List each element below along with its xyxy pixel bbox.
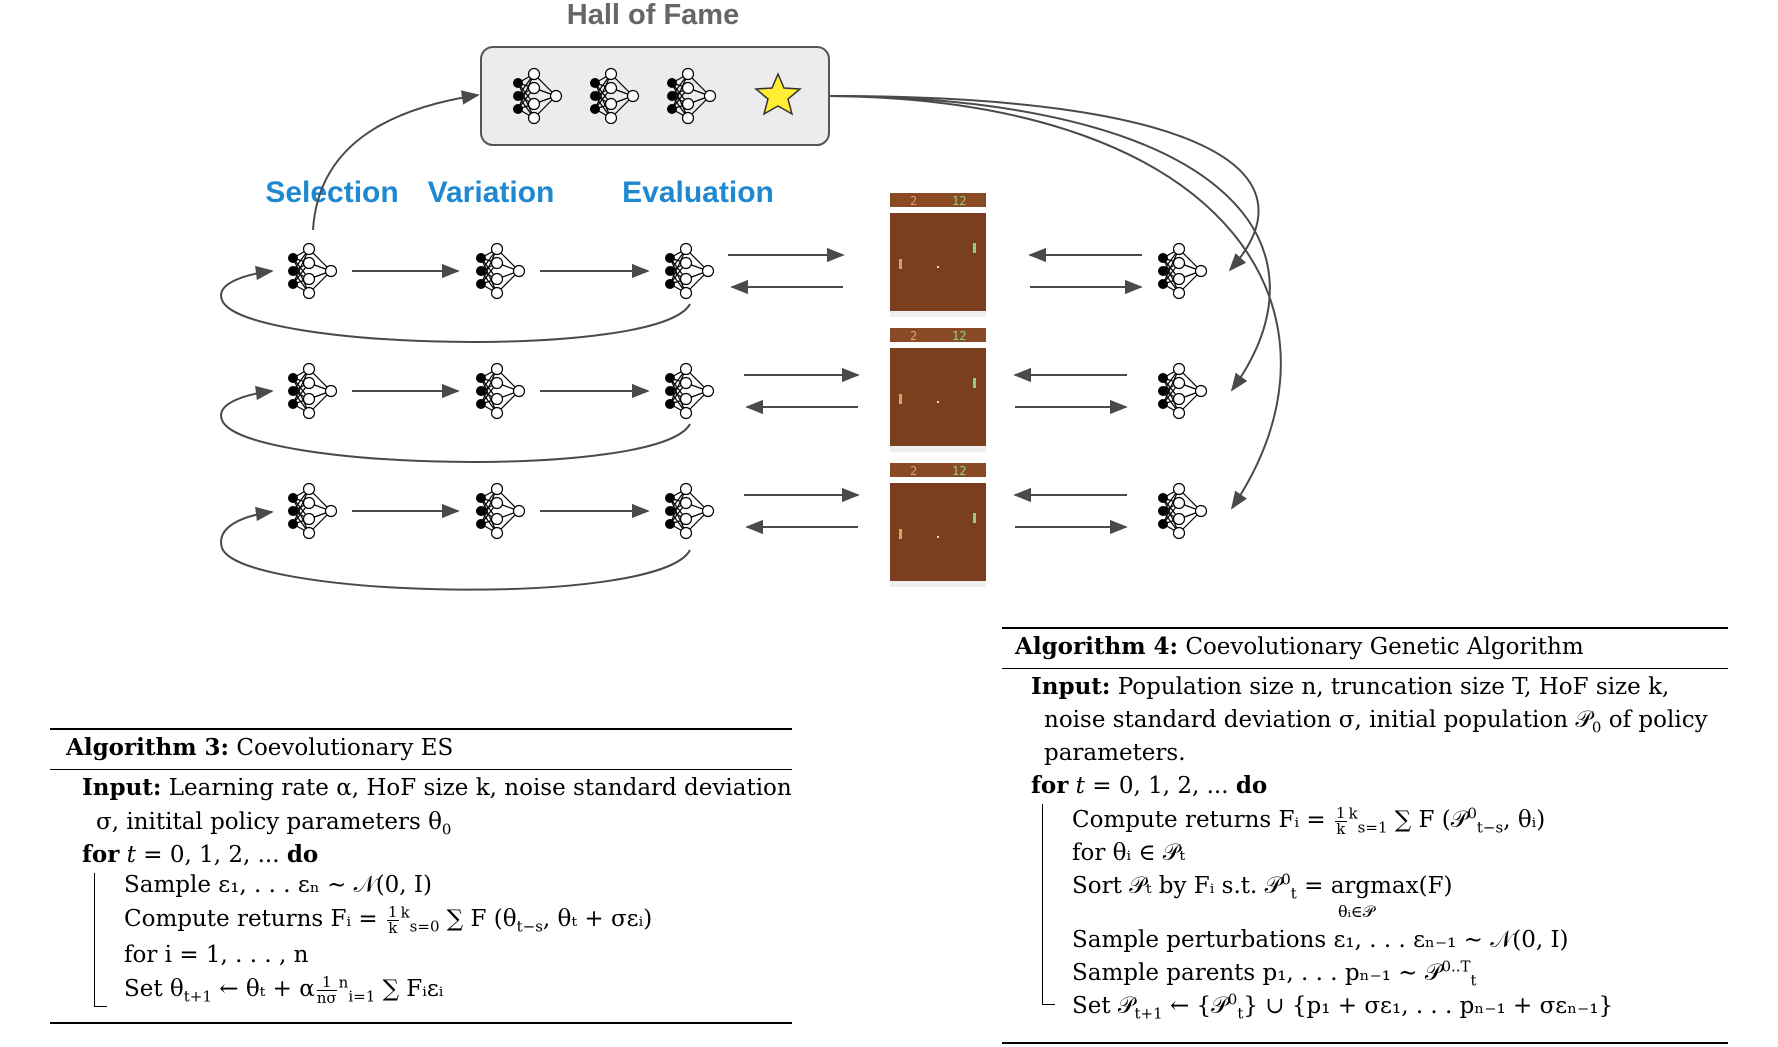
- score-right: 12: [952, 464, 966, 478]
- alg4-line-set: Set 𝒫t+1 ← {𝒫0t} ∪ {p₁ + σε₁, . . . pₙ₋₁…: [1072, 990, 1614, 1023]
- algorithm-4: Algorithm 4: Coevolutionary Genetic Algo…: [1002, 627, 1728, 1047]
- alg3-line-sample: Sample ε₁, . . . εₙ ∼ 𝒩(0, I): [124, 872, 432, 898]
- hof-title: Hall of Fame: [567, 0, 739, 31]
- alg3-input-cont: σ, initital policy parameters θ0: [96, 809, 452, 839]
- alg4-input-cont: noise standard deviation σ, initial popu…: [1044, 707, 1708, 737]
- network-icon: [1157, 362, 1208, 420]
- alg4-line-for: for θᵢ ∈ 𝒫ₜ: [1072, 840, 1186, 866]
- alg4-line-sort-under: θᵢ∈𝒫: [1338, 902, 1375, 921]
- hof-to-opponent-arrow: [829, 95, 1271, 392]
- network-icon: [287, 362, 338, 420]
- hof-update-arrow: [312, 90, 480, 231]
- stage-label-evaluation: Evaluation: [622, 176, 774, 209]
- game-screen: 2 12: [890, 463, 986, 587]
- network-icon: [664, 362, 715, 420]
- network-icon: [664, 242, 715, 300]
- network-icon: [1157, 482, 1208, 540]
- hof-box: [480, 46, 830, 146]
- network-icon: [475, 482, 526, 540]
- network-icon: [287, 242, 338, 300]
- score-left: 2: [910, 194, 917, 208]
- game-screen: 2 12: [890, 328, 986, 452]
- score-right: 12: [952, 329, 966, 343]
- stage-label-variation: Variation: [428, 176, 555, 209]
- network-icon: [475, 362, 526, 420]
- alg4-input-cont2: parameters.: [1044, 740, 1186, 766]
- alg4-input: Input: Population size n, truncation siz…: [1031, 673, 1670, 700]
- alg3-for-line: for t = 0, 1, 2, ... do: [82, 841, 319, 868]
- loop-arrow: [220, 506, 691, 591]
- alg4-line-sort: Sort 𝒫ₜ by Fᵢ s.t. 𝒫0t = argmax(F): [1072, 870, 1453, 903]
- alg3-input: Input: Learning rate α, HoF size k, nois…: [82, 774, 792, 801]
- network-icon: [475, 242, 526, 300]
- star-icon: [754, 72, 802, 116]
- algorithm-3: Algorithm 3: Coevolutionary ES Input: Le…: [50, 728, 792, 1028]
- loop-arrow: [220, 265, 691, 343]
- alg4-line-parents: Sample parents p₁, . . . pₙ₋₁ ∼ 𝒫0..Tt: [1072, 957, 1477, 990]
- network-icon: [287, 482, 338, 540]
- alg4-line-perturb: Sample perturbations ε₁, . . . εₙ₋₁ ∼ 𝒩(…: [1072, 927, 1569, 953]
- hof-opponent-arrows: [829, 95, 1282, 510]
- hof-to-opponent-arrow: [829, 95, 1260, 272]
- network-icon: [664, 482, 715, 540]
- game-screen: 2 12: [890, 193, 986, 317]
- alg3-line-for: for i = 1, . . . , n: [124, 942, 309, 968]
- stage-label-selection: Selection: [265, 176, 398, 209]
- score-right: 12: [952, 194, 966, 208]
- network-icon: [1157, 242, 1208, 300]
- score-left: 2: [910, 329, 917, 343]
- alg4-for-line: for t = 0, 1, 2, ... do: [1031, 772, 1268, 799]
- alg3-title: Algorithm 3: Coevolutionary ES: [66, 734, 454, 761]
- score-left: 2: [910, 464, 917, 478]
- loop-arrow: [220, 385, 691, 463]
- hof-to-opponent-arrow: [829, 95, 1282, 510]
- alg4-title: Algorithm 4: Coevolutionary Genetic Algo…: [1015, 633, 1584, 660]
